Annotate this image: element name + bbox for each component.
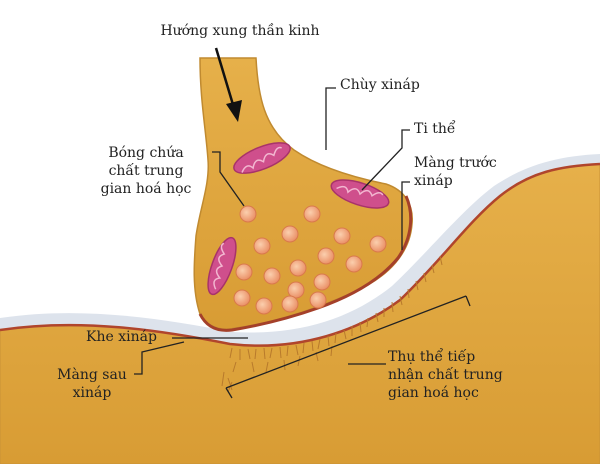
label-postsynaptic-line2: xináp [50,384,134,402]
vesicle [234,290,250,306]
label-vesicle: Bóng chứa chất trung gian hoá học [82,144,210,198]
label-impulse-direction-text: Hướng xung thần kinh [140,22,340,40]
label-vesicle-line1: Bóng chứa [82,144,210,162]
vesicle [282,296,298,312]
label-postsynaptic-line1: Màng sau [50,366,134,384]
label-impulse-direction: Hướng xung thần kinh [140,22,340,40]
label-presynaptic-membrane: Màng trước xináp [414,154,524,190]
vesicle [334,228,350,244]
label-receptor-line3: gian hoá học [388,384,538,402]
label-receptor-line2: nhận chất trung [388,366,538,384]
vesicle [282,226,298,242]
vesicle [290,260,306,276]
leader-synaptic-knob [326,88,336,150]
label-receptor-line1: Thụ thể tiếp [388,348,538,366]
vesicle [236,264,252,280]
vesicle [314,274,330,290]
label-vesicle-line3: gian hoá học [82,180,210,198]
label-mitochondrion-text: Ti thể [414,120,484,138]
label-mitochondrion: Ti thể [414,120,484,138]
vesicle [254,238,270,254]
label-synaptic-cleft-text: Khe xináp [86,328,182,346]
label-postsynaptic-membrane: Màng sau xináp [50,366,134,402]
vesicle [256,298,272,314]
vesicle [370,236,386,252]
label-synaptic-cleft: Khe xináp [86,328,182,346]
vesicle [240,206,256,222]
label-presynaptic-line1: Màng trước [414,154,524,172]
label-receptor: Thụ thể tiếp nhận chất trung gian hoá họ… [388,348,538,402]
vesicle [304,206,320,222]
label-presynaptic-line2: xináp [414,172,524,190]
vesicle [310,292,326,308]
label-synaptic-knob-text: Chùy xináp [340,76,450,94]
vesicle [346,256,362,272]
label-vesicle-line2: chất trung [82,162,210,180]
vesicle [264,268,280,284]
vesicle [318,248,334,264]
label-synaptic-knob: Chùy xináp [340,76,450,94]
